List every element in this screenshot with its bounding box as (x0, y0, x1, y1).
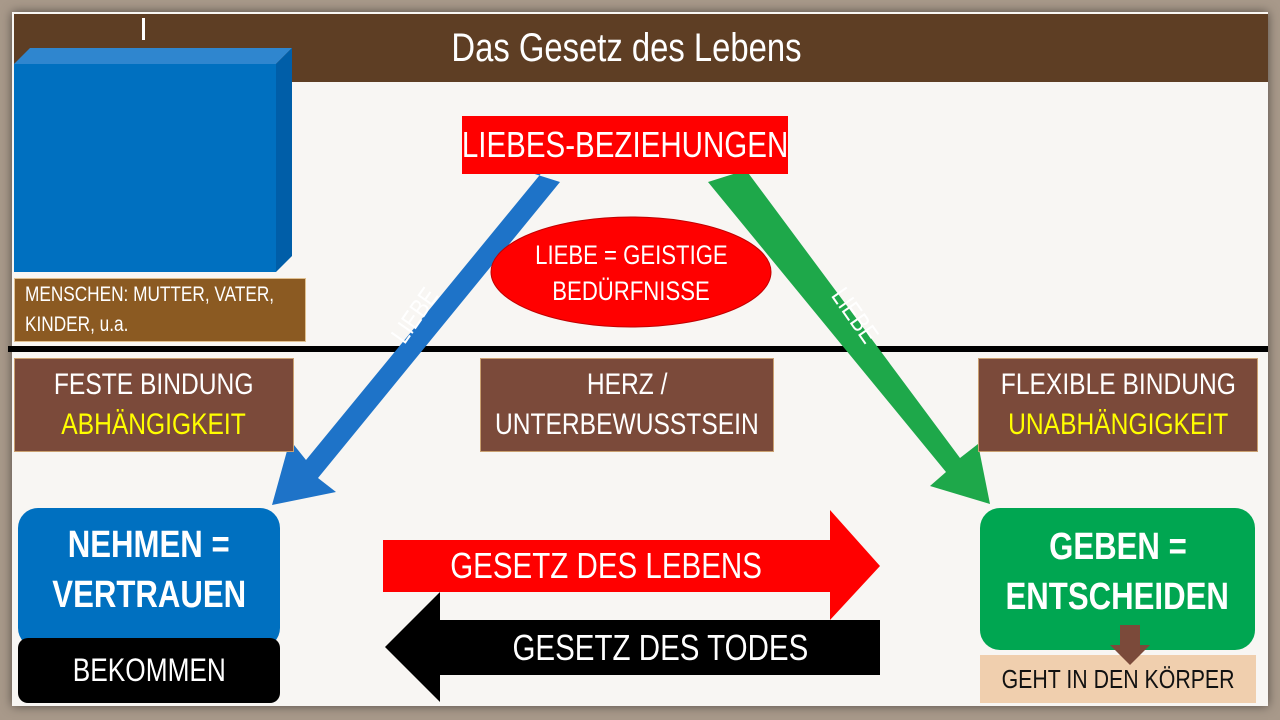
bekommen-box: BEKOMMEN (18, 638, 280, 703)
law-of-life-arrow (383, 510, 880, 620)
geben-box: GEBEN =ENTSCHEIDEN (980, 508, 1255, 650)
law-of-death-arrow (385, 592, 880, 702)
people-label: MENSCHEN: MUTTER, VATER, KINDER, u.a. (14, 278, 306, 342)
law-of-life-label: GESETZ DES LEBENS (450, 545, 763, 586)
green-liebe-arrow (708, 170, 990, 504)
text-cursor (142, 18, 145, 40)
body-box: GEHT IN DEN KÖRPER (980, 655, 1256, 703)
blue-cube (14, 48, 292, 272)
heart-box: HERZ /UNTERBEWUSSTSEIN (480, 358, 774, 452)
blue-liebe-arrow (272, 165, 560, 505)
law-of-death-label: GESETZ DES TODES (512, 626, 808, 668)
slide-title: Das Gesetz des Lebens (450, 25, 802, 70)
love-relationships-label: LIEBES-BEZIEHUNGEN (462, 116, 788, 174)
nehmen-box: NEHMEN =VERTRAUEN (18, 508, 280, 648)
ellipse-shape (490, 216, 772, 328)
divider-line (8, 346, 1268, 352)
